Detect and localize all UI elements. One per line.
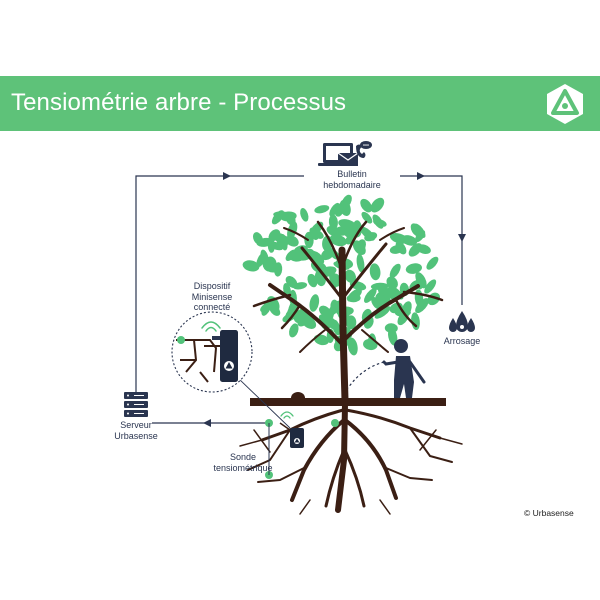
sonde-label: Sonde tensiométrique [208, 452, 278, 473]
serveur-label: Serveur Urbasense [106, 420, 166, 441]
sonde-label-line1: Sonde [229, 452, 257, 462]
leaf [416, 244, 431, 255]
wifi-signal-icon [280, 411, 294, 419]
leaf [360, 198, 373, 213]
arrow-right-icon [417, 172, 425, 180]
leaf [256, 252, 267, 268]
leaf [411, 312, 420, 331]
leaf [297, 311, 312, 327]
tree-trunk [252, 220, 444, 404]
leaf [371, 296, 381, 310]
leaf [369, 263, 381, 281]
dispositif-label: Dispositif Minisense connecté [182, 281, 242, 313]
leaf [261, 298, 273, 316]
leaf [262, 262, 278, 273]
arrosage-label: Arrosage [432, 336, 492, 347]
leaf [318, 314, 333, 328]
leaf [344, 269, 357, 283]
soil-mound [291, 392, 305, 404]
copyright-text: © Urbasense [524, 508, 574, 518]
ground-line [250, 398, 446, 406]
wifi-signal-icon [201, 321, 221, 332]
leaf [308, 250, 325, 265]
leaf [285, 249, 297, 262]
urbasense-logo-icon [547, 84, 583, 124]
probe-device-icon [279, 422, 304, 448]
leaf [307, 273, 318, 288]
arrow-right-icon [223, 172, 231, 180]
leaf [384, 323, 398, 333]
bulletin-label-line1: Bulletin [337, 169, 367, 179]
serveur-label-line2: Urbasense [114, 430, 158, 441]
leaf [363, 338, 378, 351]
leaf [415, 298, 429, 314]
leaf [314, 205, 330, 214]
leaf [310, 229, 324, 239]
leaf [373, 218, 387, 227]
leaf [242, 260, 260, 272]
leaf [300, 208, 309, 222]
leaf [389, 263, 401, 279]
arrow-left-icon [203, 419, 211, 427]
leaf [334, 203, 344, 217]
arrow-down-icon [458, 234, 466, 242]
leaf [386, 276, 398, 289]
leaf [395, 241, 407, 255]
leaf [361, 211, 373, 224]
leaf [360, 226, 375, 241]
leaf [329, 234, 347, 247]
leaf [415, 272, 427, 289]
leaf [330, 299, 339, 313]
header-bar: Tensiométrie arbre - Processus [0, 76, 600, 131]
flow-arrowheads [203, 172, 466, 427]
leaf [424, 279, 437, 294]
leaf [273, 262, 283, 277]
leaf [401, 235, 418, 246]
gardener-icon [347, 339, 426, 398]
leaf [405, 263, 422, 274]
water-drops-icon [449, 311, 475, 332]
bulletin-label: Bulletin hebdomadaire [304, 169, 400, 190]
page-title: Tensiométrie arbre - Processus [11, 89, 347, 116]
leaf [347, 288, 362, 302]
leaf [292, 282, 308, 290]
leaf [426, 256, 439, 270]
leaf [285, 213, 296, 226]
leaf [269, 304, 281, 316]
arrosage-label-text: Arrosage [443, 336, 481, 346]
dispositif-label-line2: Minisense [191, 291, 233, 302]
laptop-mail-icon [318, 141, 372, 166]
leaf [309, 294, 320, 312]
leaf [332, 319, 341, 336]
sonde-label-line2: tensiométrique [213, 462, 273, 473]
leaf [370, 197, 385, 213]
leaf [364, 288, 377, 303]
leaf [346, 226, 358, 242]
leaf [370, 282, 389, 291]
leaf [328, 214, 338, 230]
dispositif-label-line3: connecté [193, 302, 231, 312]
leaf [289, 323, 299, 338]
leaf [352, 240, 366, 255]
serveur-label-line1: Serveur [120, 420, 152, 430]
tree-canopy [242, 194, 441, 356]
dispositif-label-line1: Dispositif [193, 281, 231, 291]
leaf [338, 219, 357, 230]
bulletin-label-line2: hebdomadaire [323, 179, 381, 190]
tree-roots [239, 401, 463, 515]
leaf [341, 194, 352, 208]
leaf [268, 229, 281, 242]
leaf [410, 223, 421, 237]
leaf [356, 253, 365, 273]
zoom-callout [171, 311, 291, 429]
leaf [374, 306, 391, 319]
server-icon [124, 392, 148, 417]
